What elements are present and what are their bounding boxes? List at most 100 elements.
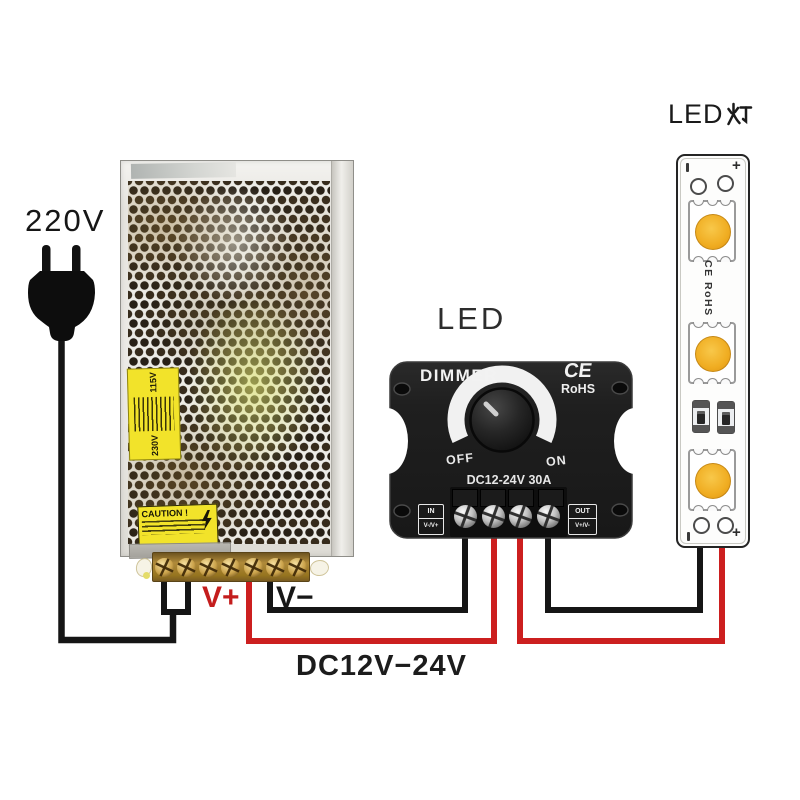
- solder-bump: [693, 322, 704, 328]
- resistor-end-cap: [718, 426, 734, 433]
- strip-bottom-minus-sign: [687, 532, 690, 541]
- psu-terminal-screw: [288, 557, 308, 577]
- selector-fine-print: [133, 396, 175, 432]
- led-solder-bumps: [693, 256, 731, 262]
- psu-side-panel: [331, 161, 353, 556]
- lightning-bolt-icon: [201, 509, 212, 531]
- dimmer-brand-label: DIMMER: [420, 366, 498, 385]
- psu-terminal-screw: [221, 557, 241, 577]
- solder-bump: [720, 200, 731, 206]
- strip-heading-text: LED: [668, 99, 724, 129]
- solder-bump: [693, 200, 704, 206]
- psu-terminal-strip: [152, 552, 310, 582]
- dc-range-label: DC12V−24V: [296, 650, 468, 682]
- plug-prong-left: [42, 245, 51, 275]
- plug-body: [28, 271, 95, 341]
- psu-terminal-screw: [199, 557, 219, 577]
- solder-bump: [720, 256, 731, 262]
- wire-ac-jumper: [161, 572, 191, 615]
- solder-bump: [706, 200, 718, 206]
- strip-top-pad-plus: [717, 175, 734, 192]
- psu-terminal-screw: [243, 557, 263, 577]
- out-title: OUT: [569, 505, 596, 519]
- selector-230v-label: 230V: [149, 434, 161, 457]
- ac-voltage-label: 220V: [25, 203, 106, 238]
- dimmer-knob[interactable]: [469, 387, 535, 453]
- solder-bump: [706, 256, 718, 262]
- strip-cert-label: CE RoHS: [702, 260, 714, 317]
- rohs-mark: RoHS: [561, 382, 596, 396]
- solder-bump: [693, 378, 704, 384]
- wire-dimmer-out-vminus: [545, 526, 703, 613]
- dimmer-terminal-screw: [537, 505, 560, 528]
- dimmer-mount-hole: [611, 381, 629, 395]
- resistor-end-cap: [693, 401, 709, 408]
- in-title: IN: [419, 505, 443, 519]
- led-phosphor-die: [695, 463, 731, 499]
- solder-bump: [720, 378, 731, 384]
- resistor-end-cap: [718, 402, 734, 409]
- dimmer-waist-notch-left: [380, 408, 408, 474]
- strip-bottom-plus-sign: +: [732, 524, 741, 541]
- strip-top-plus-sign: +: [732, 157, 741, 174]
- led-strip: + CE RoHS: [676, 154, 750, 548]
- solder-bump: [706, 449, 718, 455]
- strip-bottom-pad-minus: [693, 517, 710, 534]
- solder-bump: [706, 378, 718, 384]
- led-solder-bumps: [693, 200, 731, 206]
- psu-caution-sticker: CAUTION !: [137, 503, 219, 549]
- hanzi-deng-icon: [726, 102, 752, 126]
- caution-fine-print: [141, 519, 206, 536]
- dimmer-mount-hole: [611, 503, 629, 517]
- power-supply: 230V 115V CAUTION !: [120, 160, 354, 559]
- ce-mark: CE: [562, 360, 594, 382]
- in-pins: V-/V+: [423, 523, 439, 529]
- resistor-element: [721, 412, 730, 425]
- dimmer-heading: LED: [437, 301, 507, 336]
- dimmer-waist-notch-right: [614, 408, 640, 474]
- smd-resistor: [692, 400, 710, 433]
- strip-top-pad-minus: [690, 178, 707, 195]
- psu-terminal-screw: [154, 557, 174, 577]
- wire-psu-vminus-to-dimmer: [267, 528, 468, 613]
- dial-on-label: ON: [545, 452, 568, 470]
- ac-plug: [28, 245, 95, 341]
- solder-bump: [720, 505, 731, 511]
- dimmer-mount-hole: [393, 382, 411, 396]
- psu-vent-mesh: [128, 181, 330, 544]
- solder-bump: [693, 505, 704, 511]
- led-phosphor-die: [695, 336, 731, 372]
- led-solder-bumps: [693, 505, 731, 511]
- out-pins: V+/V-: [575, 523, 590, 529]
- dimmer-rating-label: DC12-24V 30A: [466, 473, 552, 487]
- strip-heading: LED: [668, 99, 753, 130]
- selector-115v-label: 115V: [147, 371, 159, 393]
- vminus-label: V−: [276, 581, 314, 614]
- psu-terminal-screw: [266, 557, 286, 577]
- plug-prong-right: [72, 245, 81, 275]
- strip-bottom-pad-plus: [717, 517, 734, 534]
- led-chip: [688, 322, 736, 384]
- vplus-label: V+: [202, 581, 240, 614]
- voltage-selector-content: 230V 115V: [128, 368, 180, 459]
- led-solder-bumps: [693, 449, 731, 455]
- dimmer-terminal-screw: [509, 505, 532, 528]
- psu-terminal-screw: [176, 557, 196, 577]
- dimmer-dial-arc: [447, 365, 557, 443]
- smd-resistor: [717, 401, 735, 434]
- psu-yellow-bead: [143, 572, 150, 579]
- solder-bump: [693, 449, 704, 455]
- psu-vent-tint: [128, 181, 330, 544]
- strip-top-minus-sign: [686, 163, 689, 172]
- solder-bump: [720, 322, 731, 328]
- led-chip: [688, 200, 736, 262]
- dimmer-terminal-block: [450, 487, 567, 537]
- strip-inner-outline: [680, 158, 746, 544]
- solder-bump: [693, 256, 704, 262]
- wire-ac-cord: [58, 334, 177, 644]
- led-solder-bumps: [693, 322, 731, 328]
- dimmer-in-pin-label: IN V-/V+: [418, 504, 444, 535]
- dial-off-label: OFF: [445, 450, 475, 468]
